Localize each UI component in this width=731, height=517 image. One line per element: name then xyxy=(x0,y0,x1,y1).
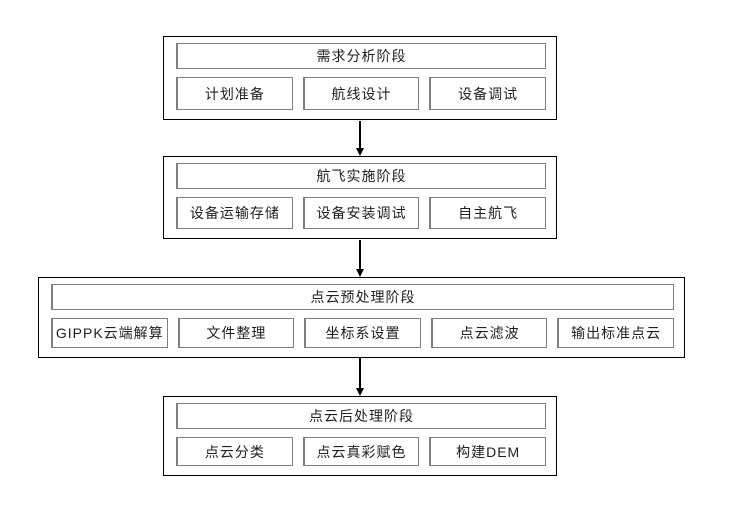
stage-header-requirement-analysis: 需求分析阶段 xyxy=(176,43,546,69)
task-row: 设备运输存储 设备安装调试 自主航飞 xyxy=(176,197,547,229)
task-box-equipment-debugging: 设备调试 xyxy=(429,77,547,110)
down-arrow-2 xyxy=(354,240,366,277)
task-box-file-organization: 文件整理 xyxy=(177,318,295,348)
stage-header-flight-implementation: 航飞实施阶段 xyxy=(176,163,546,189)
task-box-coordinate-system-setting: 坐标系设置 xyxy=(304,318,421,348)
arrow-head-icon xyxy=(356,388,364,396)
arrow-head-icon xyxy=(356,269,364,277)
task-box-equipment-transport-storage: 设备运输存储 xyxy=(176,197,293,229)
stage-header-pointcloud-postprocessing: 点云后处理阶段 xyxy=(176,403,546,429)
arrow-head-icon xyxy=(356,148,364,156)
arrow-line xyxy=(359,358,361,388)
down-arrow-1 xyxy=(354,121,366,156)
stage-pointcloud-postprocessing: 点云后处理阶段 点云分类 点云真彩赋色 构建DEM xyxy=(163,396,557,476)
task-box-route-design: 航线设计 xyxy=(302,77,420,110)
stage-pointcloud-preprocessing: 点云预处理阶段 GIPPK云端解算 文件整理 坐标系设置 点云滤波 输出标准点云 xyxy=(38,277,685,358)
task-box-build-dem: 构建DEM xyxy=(429,437,547,466)
down-arrow-3 xyxy=(354,358,366,396)
arrow-line xyxy=(359,240,361,269)
stage-flight-implementation: 航飞实施阶段 设备运输存储 设备安装调试 自主航飞 xyxy=(163,156,557,239)
task-box-plan-preparation: 计划准备 xyxy=(176,77,293,110)
stage-requirement-analysis: 需求分析阶段 计划准备 航线设计 设备调试 xyxy=(163,36,557,120)
task-box-autonomous-flight: 自主航飞 xyxy=(429,197,547,229)
arrow-line xyxy=(359,121,361,148)
task-box-pointcloud-filtering: 点云滤波 xyxy=(430,318,548,348)
task-row: 点云分类 点云真彩赋色 构建DEM xyxy=(176,437,547,466)
task-row: 计划准备 航线设计 设备调试 xyxy=(176,77,547,110)
task-row: GIPPK云端解算 文件整理 坐标系设置 点云滤波 输出标准点云 xyxy=(51,318,674,348)
task-box-pointcloud-classification: 点云分类 xyxy=(176,437,293,466)
task-box-pointcloud-truecolor: 点云真彩赋色 xyxy=(302,437,420,466)
task-box-gippk-cloud-solution: GIPPK云端解算 xyxy=(51,318,168,348)
stage-header-pointcloud-preprocessing: 点云预处理阶段 xyxy=(51,284,674,310)
task-box-output-standard-pointcloud: 输出标准点云 xyxy=(557,318,674,348)
task-box-equipment-install-debug: 设备安装调试 xyxy=(302,197,420,229)
